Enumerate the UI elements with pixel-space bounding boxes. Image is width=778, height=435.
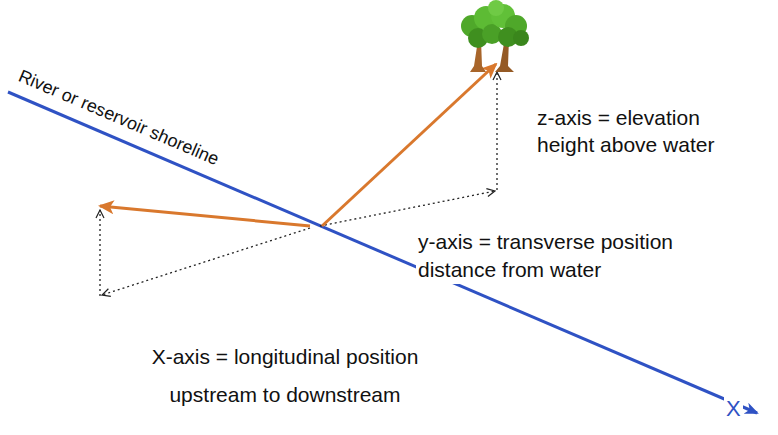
y-projection	[320, 191, 495, 226]
z-projection-left	[99, 210, 100, 296]
axis-label: X-axis = longitudinal position upstream …	[123, 338, 447, 414]
y-projection-left	[102, 228, 310, 295]
shoreline-label: River or reservoir shoreline	[13, 64, 224, 171]
axis-label: y-axis = transverse position distance fr…	[416, 228, 703, 284]
vector-arrow	[100, 206, 310, 226]
tree-icon	[461, 0, 529, 72]
axis-label: z-axis = elevation height above water	[535, 104, 760, 158]
axis-letter: X	[724, 396, 743, 422]
z-projection	[496, 72, 497, 190]
vector-arrow	[322, 64, 496, 226]
